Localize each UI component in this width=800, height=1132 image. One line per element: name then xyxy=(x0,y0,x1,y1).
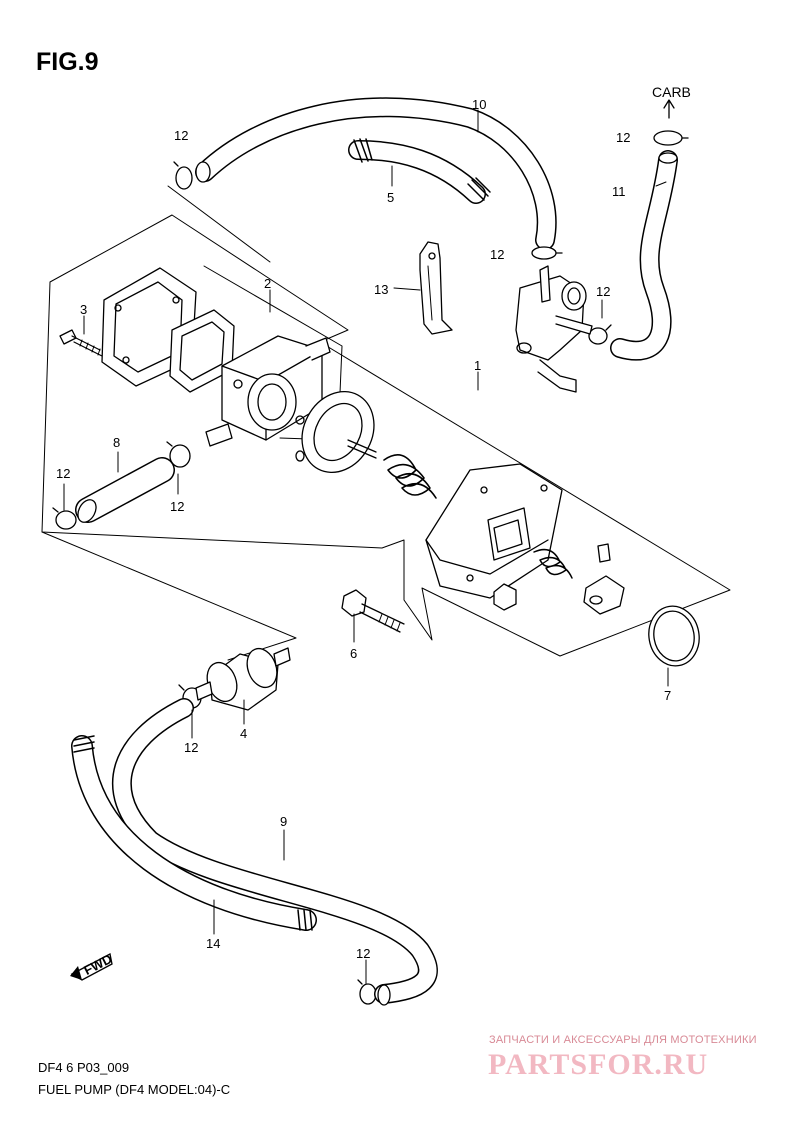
callout-10: 10 xyxy=(472,97,486,112)
fuel-fitting xyxy=(515,265,593,393)
callout-6: 6 xyxy=(350,646,357,661)
diagram-code: DF4 6 P03_009 xyxy=(38,1060,130,1075)
hose-8 xyxy=(75,457,175,523)
fuel-filter-4 xyxy=(195,647,291,711)
callout-11: 11 xyxy=(612,184,626,199)
callout-12: 12 xyxy=(490,247,504,262)
hose-14 xyxy=(71,735,317,931)
callout-5: 5 xyxy=(387,190,394,205)
figure-title: FIG.9 xyxy=(36,48,99,76)
callout-3: 3 xyxy=(80,302,87,317)
callout-4: 4 xyxy=(240,726,247,741)
callout-7: 7 xyxy=(664,688,671,703)
callout-12: 12 xyxy=(356,946,370,961)
hose-leader-line xyxy=(41,531,297,661)
callout-12: 12 xyxy=(616,130,630,145)
callout-12: 12 xyxy=(170,499,184,514)
clamp-12 xyxy=(588,324,612,345)
fwd-arrow-icon: FWD xyxy=(70,951,114,981)
clamp-12 xyxy=(653,130,689,146)
hose-10 xyxy=(195,97,557,250)
carb-label: CARB xyxy=(652,84,691,100)
o-ring-7-inner xyxy=(653,610,695,662)
bolt-6 xyxy=(341,589,405,633)
callout-14: 14 xyxy=(206,936,220,951)
callout-9: 9 xyxy=(280,814,287,829)
callout-1: 1 xyxy=(474,358,481,373)
assembly-boundary xyxy=(41,214,731,657)
callout-13: 13 xyxy=(374,282,388,297)
check-valve xyxy=(583,543,625,615)
valve-spring xyxy=(533,548,573,579)
callout-8: 8 xyxy=(113,435,120,450)
callout-12: 12 xyxy=(56,466,70,481)
spring xyxy=(383,454,437,499)
carb-arrow xyxy=(663,99,675,119)
callout-12: 12 xyxy=(596,284,610,299)
hose-leader-line xyxy=(167,185,271,263)
clamp-12 xyxy=(531,246,563,260)
screw-3 xyxy=(59,329,103,357)
diaphragm xyxy=(295,390,377,474)
callout-12: 12 xyxy=(184,740,198,755)
clamp-12 xyxy=(357,979,377,1005)
watermark-tagline: ЗАПЧАСТИ И АКСЕССУАРЫ ДЛЯ МОТОТЕХНИКИ xyxy=(489,1034,757,1046)
bracket-13 xyxy=(419,241,453,335)
hose-9 xyxy=(111,698,438,1006)
clamp-12 xyxy=(52,507,77,530)
clamp-12 xyxy=(166,441,191,468)
hose-5 xyxy=(348,138,491,204)
diagram-description: FUEL PUMP (DF4 MODEL:04)-C xyxy=(38,1082,231,1097)
clamp-12 xyxy=(173,161,193,190)
pump-cover xyxy=(425,463,563,599)
o-ring-7 xyxy=(648,605,700,667)
callout-12: 12 xyxy=(174,128,188,143)
nut xyxy=(493,583,517,611)
watermark-logo: PARTSFOR.RU xyxy=(488,1048,709,1081)
callout-2: 2 xyxy=(264,276,271,291)
fwd-label: FWD xyxy=(81,951,114,978)
hose-11 xyxy=(610,150,678,361)
